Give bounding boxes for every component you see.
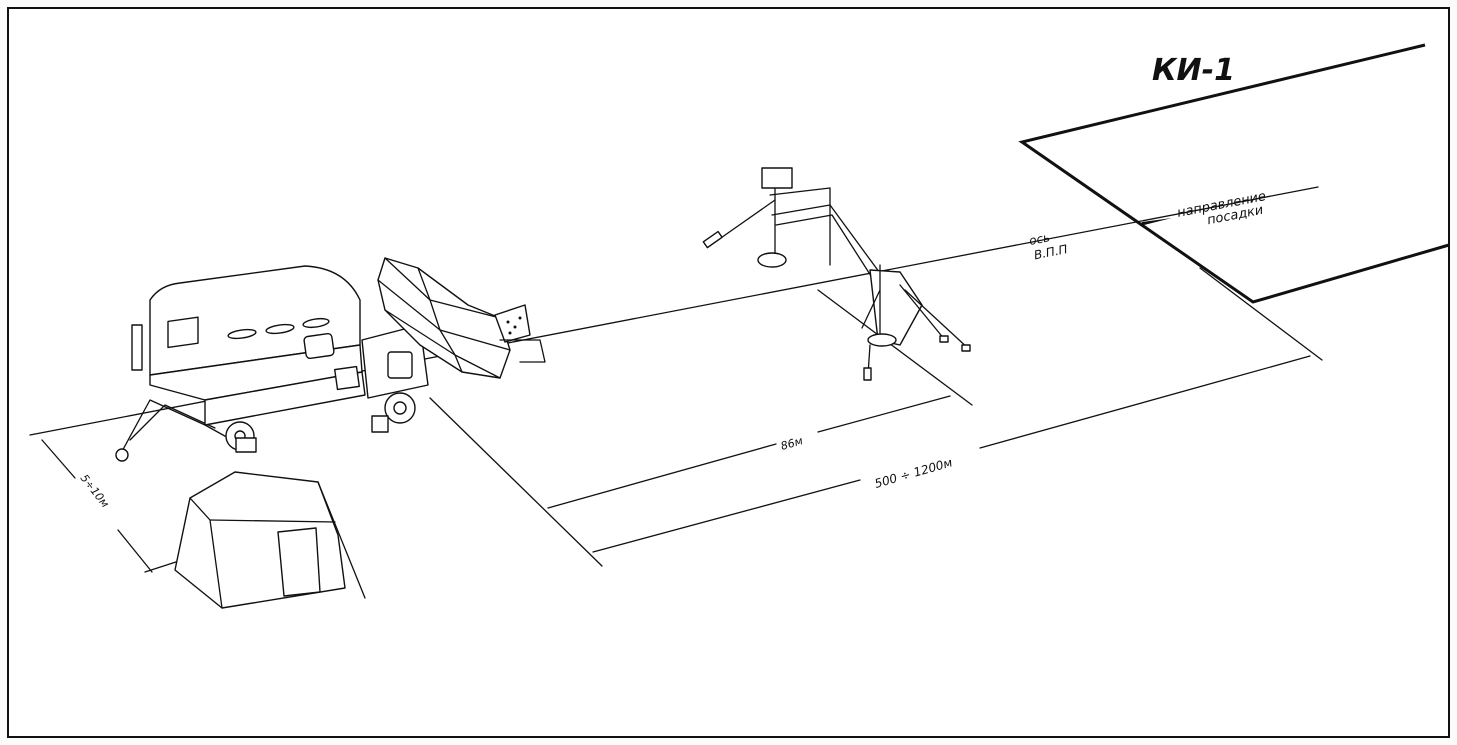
landing-direction-arrow [1140,218,1172,226]
axis-label: ось В.П.П [1028,227,1069,262]
control-vehicle [115,265,429,462]
drawing-title: КИ-1 [1152,53,1235,88]
dimension-86m: 86м [429,289,973,567]
dim-86-label: 86м [779,434,804,453]
axis-label-line1: ось [1028,230,1051,248]
antenna-mast-array [702,167,971,381]
axis-label-line2: В.П.П [1033,242,1069,262]
tent [174,471,366,609]
radar-antenna [377,257,546,379]
